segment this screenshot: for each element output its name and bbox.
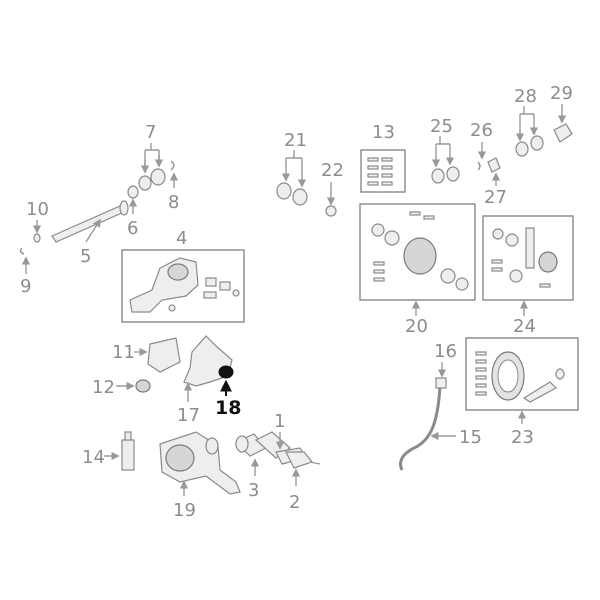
svg-text:28: 28 bbox=[514, 86, 537, 107]
callout-16: 16 bbox=[434, 341, 457, 378]
part-18-bushing[interactable] bbox=[218, 365, 234, 379]
callout-13: 13 bbox=[372, 122, 395, 143]
callout-18: 18 bbox=[215, 379, 241, 419]
part-8-clip[interactable] bbox=[170, 160, 175, 171]
callout-24: 24 bbox=[513, 300, 536, 337]
part-6-seal[interactable] bbox=[127, 185, 139, 199]
callout-8: 8 bbox=[168, 172, 179, 213]
part-28-bearings[interactable] bbox=[515, 135, 544, 157]
svg-text:11: 11 bbox=[112, 342, 135, 363]
part-10-ring[interactable] bbox=[33, 233, 41, 243]
part-4-box bbox=[121, 249, 245, 323]
svg-text:27: 27 bbox=[484, 187, 507, 208]
svg-text:18: 18 bbox=[215, 397, 241, 419]
part-25-bearings[interactable] bbox=[431, 166, 460, 184]
part-16-vent-fitting[interactable] bbox=[435, 377, 447, 389]
svg-text:29: 29 bbox=[550, 83, 573, 104]
callout-6: 6 bbox=[127, 198, 138, 239]
callout-25: 25 bbox=[430, 116, 455, 168]
callout-29: 29 bbox=[550, 83, 573, 124]
svg-text:19: 19 bbox=[173, 500, 196, 521]
callout-11: 11 bbox=[112, 342, 148, 363]
part-2-outer-joint[interactable] bbox=[285, 451, 321, 469]
callout-9: 9 bbox=[20, 256, 31, 297]
callout-22: 22 bbox=[321, 160, 344, 206]
svg-text:1: 1 bbox=[274, 411, 285, 432]
svg-text:16: 16 bbox=[434, 341, 457, 362]
callout-4: 4 bbox=[176, 228, 187, 249]
svg-text:13: 13 bbox=[372, 122, 395, 143]
callout-21: 21 bbox=[281, 130, 307, 188]
part-20-differential-kit[interactable] bbox=[371, 211, 469, 291]
part-9-clip[interactable] bbox=[19, 247, 25, 255]
part-19-differential[interactable] bbox=[159, 431, 241, 495]
part-13-bolt-kit[interactable] bbox=[367, 157, 393, 186]
callout-1: 1 bbox=[274, 411, 285, 450]
callout-14: 14 bbox=[82, 447, 120, 468]
svg-text:2: 2 bbox=[289, 492, 300, 513]
svg-text:4: 4 bbox=[176, 228, 187, 249]
svg-text:25: 25 bbox=[430, 116, 453, 137]
svg-text:10: 10 bbox=[26, 199, 49, 220]
part-29-yoke[interactable] bbox=[553, 123, 573, 143]
svg-text:8: 8 bbox=[168, 192, 179, 213]
callout-7: 7 bbox=[140, 122, 164, 174]
callout-20: 20 bbox=[405, 300, 428, 337]
part-21-bearings[interactable] bbox=[276, 182, 308, 206]
part-7-bearings[interactable] bbox=[138, 168, 166, 191]
part-23-box bbox=[465, 337, 579, 411]
callout-5: 5 bbox=[80, 218, 101, 267]
part-20-box bbox=[359, 203, 476, 301]
callout-15: 15 bbox=[430, 427, 482, 448]
part-23-ring-pinion[interactable] bbox=[475, 351, 565, 403]
svg-text:5: 5 bbox=[80, 246, 91, 267]
callout-23: 23 bbox=[511, 410, 534, 448]
svg-text:26: 26 bbox=[470, 120, 493, 141]
svg-text:17: 17 bbox=[177, 405, 200, 426]
part-5-axle-shaft[interactable] bbox=[51, 200, 129, 243]
svg-text:24: 24 bbox=[513, 316, 536, 337]
part-13-box bbox=[360, 149, 406, 193]
part-24-gear-kit[interactable] bbox=[491, 227, 558, 288]
part-15-vent-hose[interactable] bbox=[399, 385, 442, 471]
svg-text:7: 7 bbox=[145, 122, 156, 143]
svg-text:22: 22 bbox=[321, 160, 344, 181]
svg-text:23: 23 bbox=[511, 427, 534, 448]
svg-text:14: 14 bbox=[82, 447, 105, 468]
callout-12: 12 bbox=[92, 377, 135, 398]
svg-text:3: 3 bbox=[248, 480, 259, 501]
part-12-nut[interactable] bbox=[135, 379, 151, 393]
part-11-gasket[interactable] bbox=[147, 337, 181, 373]
svg-text:20: 20 bbox=[405, 316, 428, 337]
callout-10: 10 bbox=[26, 199, 49, 234]
callout-26: 26 bbox=[470, 120, 493, 160]
callout-27: 27 bbox=[484, 172, 507, 208]
callout-3: 3 bbox=[248, 458, 259, 501]
callout-17: 17 bbox=[177, 382, 200, 426]
svg-text:12: 12 bbox=[92, 377, 115, 398]
svg-text:9: 9 bbox=[20, 276, 31, 297]
part-4-housing[interactable] bbox=[129, 257, 240, 313]
part-22-washer[interactable] bbox=[325, 205, 337, 217]
svg-text:6: 6 bbox=[127, 218, 138, 239]
svg-text:15: 15 bbox=[459, 427, 482, 448]
part-27-flange[interactable] bbox=[487, 157, 501, 173]
part-14-sealant-tube[interactable] bbox=[121, 431, 135, 471]
svg-text:21: 21 bbox=[284, 130, 307, 151]
callout-19: 19 bbox=[173, 480, 196, 521]
callout-28: 28 bbox=[514, 86, 539, 142]
callout-2: 2 bbox=[289, 468, 300, 513]
part-17-bracket[interactable] bbox=[183, 335, 233, 387]
part-24-box bbox=[482, 215, 574, 301]
part-26-clip[interactable] bbox=[477, 161, 481, 171]
